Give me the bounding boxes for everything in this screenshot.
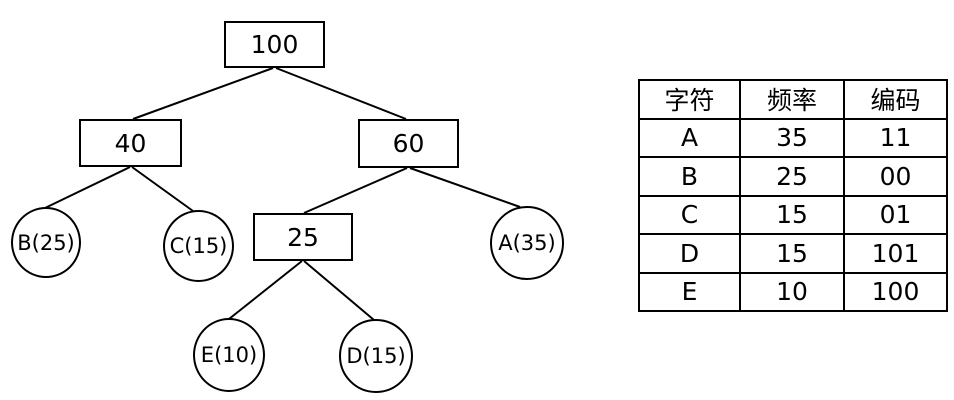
tree-leaf-a: A(35) xyxy=(490,206,564,280)
cell-character: D xyxy=(638,233,741,274)
edge-40-c xyxy=(131,166,194,212)
edge-40-b xyxy=(44,166,131,209)
tree-leaf-c: C(15) xyxy=(163,210,234,282)
node-label: 40 xyxy=(114,128,147,158)
edge-100-40 xyxy=(132,67,274,120)
table-row: C 15 01 xyxy=(638,194,948,235)
cell-character: A xyxy=(638,117,741,158)
cell-frequency: 10 xyxy=(739,271,845,312)
cell-code: 00 xyxy=(843,156,948,197)
col-header-character: 字符 xyxy=(638,79,741,120)
tree-leaf-b: B(25) xyxy=(11,207,81,278)
leaf-label: A(35) xyxy=(498,231,556,255)
leaf-label: B(25) xyxy=(17,230,75,255)
table-row: B 25 00 xyxy=(638,156,948,197)
tree-node-sum-25: 25 xyxy=(253,213,353,261)
tree-node-root-100: 100 xyxy=(224,21,325,68)
huffman-code-table: 字符 频率 编码 A 35 11 B 25 00 C 15 01 D xyxy=(638,79,948,312)
edge-60-a xyxy=(409,167,521,208)
tree-node-sum-60: 60 xyxy=(358,119,459,168)
table-row: D 15 101 xyxy=(638,233,948,274)
cell-code: 101 xyxy=(843,233,948,274)
tree-leaf-d: D(15) xyxy=(339,319,413,393)
node-label: 25 xyxy=(287,222,319,252)
cell-character: C xyxy=(638,194,741,235)
col-header-code: 编码 xyxy=(843,79,948,120)
cell-code: 100 xyxy=(843,271,948,312)
edge-25-d xyxy=(303,260,375,321)
cell-frequency: 15 xyxy=(739,194,845,235)
edge-100-60 xyxy=(275,67,407,120)
tree-node-sum-40: 40 xyxy=(79,119,182,167)
col-header-frequency: 频率 xyxy=(739,79,845,120)
edge-25-e xyxy=(228,260,303,320)
table-row: A 35 11 xyxy=(638,117,948,158)
cell-code: 01 xyxy=(843,194,948,235)
leaf-label: E(10) xyxy=(200,343,258,367)
cell-frequency: 35 xyxy=(739,117,845,158)
tree-leaf-e: E(10) xyxy=(193,318,265,392)
cell-code: 11 xyxy=(843,117,948,158)
cell-character: B xyxy=(638,156,741,197)
leaf-label: D(15) xyxy=(346,344,406,368)
cell-frequency: 25 xyxy=(739,156,845,197)
node-label: 100 xyxy=(250,30,299,59)
edge-60-25 xyxy=(303,167,408,214)
cell-frequency: 15 xyxy=(739,233,845,274)
node-label: 60 xyxy=(392,129,425,158)
table-header-row: 字符 频率 编码 xyxy=(638,79,948,120)
leaf-label: C(15) xyxy=(169,234,228,258)
table-row: E 10 100 xyxy=(638,271,948,312)
cell-character: E xyxy=(638,271,741,312)
